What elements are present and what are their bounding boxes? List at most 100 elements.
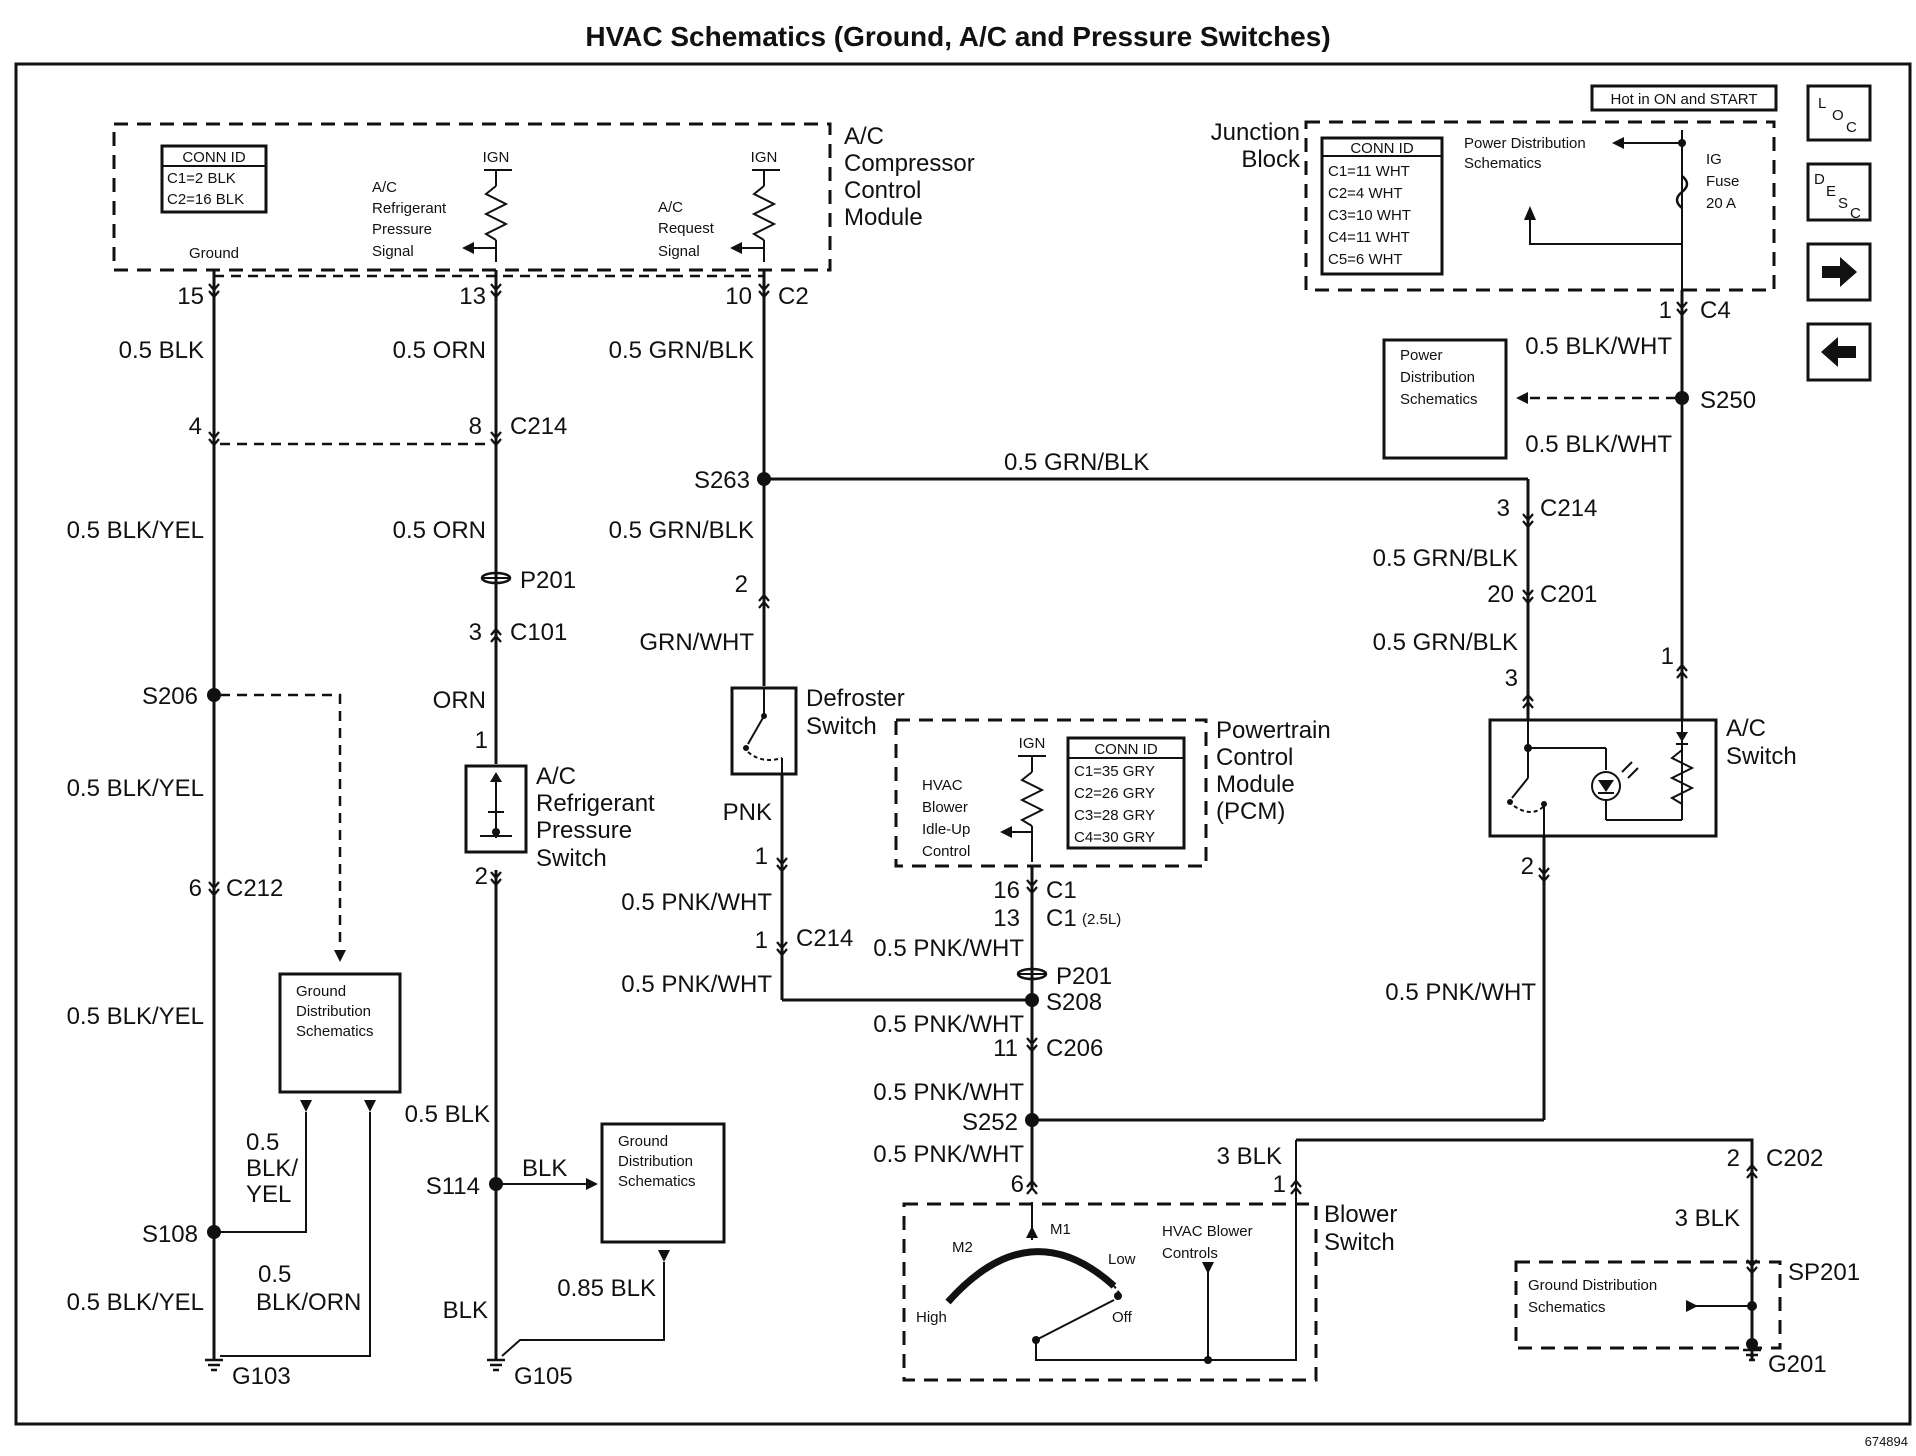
wire-label: 0.5 BLK/WHT <box>1525 431 1672 458</box>
conn-c212: C212 <box>226 875 283 902</box>
svg-text:Blower: Blower <box>922 799 968 816</box>
pin-label: 1 <box>475 727 488 754</box>
svg-text:O: O <box>1832 107 1844 124</box>
blower-switch-label: Blower <box>1324 1201 1397 1228</box>
pressure-switch-label: Pressure <box>536 817 632 844</box>
svg-text:C2=26 GRY: C2=26 GRY <box>1074 785 1155 802</box>
pin-label: 1 <box>1661 643 1674 670</box>
svg-text:C2=4 WHT: C2=4 WHT <box>1328 185 1403 202</box>
wire-label: 0.5 BLK/WHT <box>1525 333 1672 360</box>
wire-label: 0.85 BLK <box>557 1275 656 1302</box>
pcm-label: Module <box>1216 771 1295 798</box>
svg-text:Request: Request <box>658 220 715 237</box>
pin-label: 1 <box>755 843 768 870</box>
pin-15: 15 <box>177 283 204 310</box>
pin-13: 13 <box>459 283 486 310</box>
conn-c201: C201 <box>1540 581 1597 608</box>
junction-block-label: Junction <box>1211 119 1300 146</box>
svg-text:Control: Control <box>844 177 921 204</box>
prev-page-button[interactable] <box>1806 322 1872 382</box>
svg-text:Ground: Ground <box>296 983 346 1000</box>
svg-text:C3=28 GRY: C3=28 GRY <box>1074 807 1155 824</box>
splice-s206 <box>207 688 221 702</box>
conn-c1: C1 <box>1046 905 1077 932</box>
wire-label: 0.5 GRN/BLK <box>1373 629 1518 656</box>
wire-label: PNK <box>723 799 772 826</box>
right-arrow-icon <box>1822 257 1857 287</box>
junction-block-label: Block <box>1241 146 1301 173</box>
svg-text:Pressure: Pressure <box>372 221 432 238</box>
conn-c101: C101 <box>510 619 567 646</box>
wire-label: 0.5 BLK/YEL <box>67 775 204 802</box>
wire-label: 0.5 BLK/YEL <box>67 517 204 544</box>
ac-switch <box>1488 718 1718 838</box>
wire-label: 0.5 PNK/WHT <box>621 971 772 998</box>
svg-text:C4=30 GRY: C4=30 GRY <box>1074 829 1155 846</box>
desc-button[interactable]: D E S C <box>1806 162 1872 222</box>
pin-label: 3 <box>1505 665 1518 692</box>
splice-label-s250: S250 <box>1700 387 1756 414</box>
conn-p201: P201 <box>1056 963 1112 990</box>
svg-text:C3=10 WHT: C3=10 WHT <box>1328 207 1411 224</box>
svg-text:C2=16 BLK: C2=16 BLK <box>167 191 244 208</box>
wire-label: 0.5 BLK/YEL <box>67 1003 204 1030</box>
pressure-signal-wire <box>480 270 512 1372</box>
svg-text:D: D <box>1814 171 1825 188</box>
wire-label: 0.5 BLK/YEL <box>67 1289 204 1316</box>
wire-label: 0.5 BLK <box>405 1101 490 1128</box>
svg-text:C4=11 WHT: C4=11 WHT <box>1328 229 1410 246</box>
pin-label: 2 <box>735 571 748 598</box>
wire-label: 0.5 PNK/WHT <box>873 1141 1024 1168</box>
ground-wire-column <box>203 270 490 1372</box>
svg-text:Signal: Signal <box>658 243 700 260</box>
wire-label: GRN/WHT <box>639 629 754 656</box>
wire-label: BLK/ <box>246 1155 298 1182</box>
wire-label: BLK/ORN <box>256 1289 361 1316</box>
svg-text:IGN: IGN <box>483 149 510 166</box>
loc-button[interactable]: L O C <box>1806 84 1872 142</box>
svg-text:IGN: IGN <box>1019 735 1046 752</box>
pin-label: 1 <box>1273 1171 1286 1198</box>
pin-label: 11 <box>993 1035 1018 1062</box>
next-page-button[interactable] <box>1806 242 1872 302</box>
svg-text:Schematics: Schematics <box>1528 1299 1606 1316</box>
svg-text:Schematics: Schematics <box>1464 155 1542 172</box>
wire-label: 0.5 ORN <box>393 337 486 364</box>
junction-block: CONN ID C1=11 WHT C2=4 WHT C3=10 WHT C4=… <box>1304 120 1776 292</box>
svg-text:Distribution: Distribution <box>618 1153 693 1170</box>
ground-g201: G201 <box>1768 1351 1827 1378</box>
pin-label: 3 <box>469 619 482 646</box>
pressure-switch-label: A/C <box>536 763 576 790</box>
pcm-label: (PCM) <box>1216 798 1285 825</box>
wire-label: 0.5 GRN/BLK <box>1004 449 1149 476</box>
wire-label: 3 BLK <box>1675 1205 1740 1232</box>
conn-c214: C214 <box>796 925 853 952</box>
conn-note: (2.5L) <box>1082 911 1121 928</box>
ac-switch-label: A/C <box>1726 715 1766 742</box>
hot-note-box <box>1590 84 1778 112</box>
svg-text:Distribution: Distribution <box>1400 369 1475 386</box>
pressure-switch-label: Refrigerant <box>536 790 655 817</box>
splice-label-s114: S114 <box>426 1173 480 1200</box>
wire-label: 0.5 ORN <box>393 517 486 544</box>
wire-label: 0.5 BLK <box>119 337 204 364</box>
conn-c1: C1 <box>1046 877 1077 904</box>
svg-text:Idle-Up: Idle-Up <box>922 821 970 838</box>
svg-text:C1=2 BLK: C1=2 BLK <box>167 170 236 187</box>
svg-text:Power Distribution: Power Distribution <box>1464 135 1586 152</box>
ac-compressor-control-module: A/C Compressor Control Module CONN ID C1… <box>112 122 975 278</box>
svg-text:Compressor: Compressor <box>844 150 975 177</box>
grn-blk-wire-right <box>1516 477 1535 720</box>
wire-label: 0.5 PNK/WHT <box>1385 979 1536 1006</box>
conn-p201: P201 <box>520 567 576 594</box>
svg-text:C: C <box>1850 205 1861 222</box>
conn-c214: C214 <box>1540 495 1597 522</box>
defroster-switch <box>730 686 798 776</box>
wire-label: ORN <box>433 687 486 714</box>
svg-text:Ground: Ground <box>618 1133 668 1150</box>
svg-text:S: S <box>1838 195 1848 212</box>
svg-text:Distribution: Distribution <box>296 1003 371 1020</box>
splice-s250 <box>1675 391 1689 405</box>
wire-label: 0.5 GRN/BLK <box>609 517 754 544</box>
